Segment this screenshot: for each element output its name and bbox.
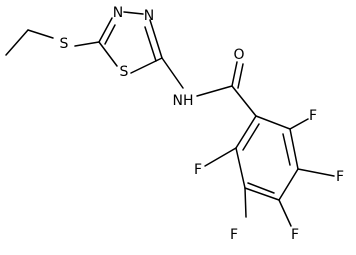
- bond-n3-c2: [149, 19, 163, 59]
- atom-label-f-left-top: F: [194, 162, 202, 178]
- atom-label-nh: NH: [173, 93, 194, 109]
- bond-s1-c5: [98, 41, 118, 67]
- bond-ar4-ar5: [244, 187, 280, 201]
- bond-ch2-s: [27, 29, 54, 39]
- bond-ar4-ar5-inner: [247, 182, 275, 194]
- bond-n3-c2-double: [144, 26, 157, 62]
- bond-co-ring: [231, 85, 257, 117]
- bond-c5-n4: [98, 17, 113, 43]
- bond-ar3-f: [297, 168, 335, 177]
- bond-co-o-double: [237, 63, 244, 89]
- atom-label-f-right-top: F: [309, 108, 317, 124]
- atom-label-n-ring-b: N: [144, 8, 154, 24]
- atom-label-o: O: [233, 47, 244, 63]
- atom-label-f-left-bottom: F: [230, 227, 238, 243]
- atom-label-n-ring-a: N: [113, 5, 123, 21]
- bond-s-c5: [74, 41, 100, 47]
- atom-label-f-right-mid: F: [336, 169, 344, 185]
- bond-c2-nh: [161, 57, 184, 89]
- atom-label-s-ring: S: [120, 64, 129, 80]
- bond-co-o: [231, 61, 238, 87]
- bond-ar6-ar1-inner: [242, 123, 260, 151]
- bond-ar6-ar1: [235, 115, 257, 149]
- bond-ar2-ar3-inner: [282, 133, 291, 166]
- bond-ar1-ar2: [255, 115, 291, 130]
- atom-label-f-right-bottom: F: [291, 227, 299, 243]
- bond-ar5-ar6: [235, 147, 246, 189]
- bond-nh-co: [196, 85, 233, 97]
- bond-ar2-ar3: [289, 128, 299, 170]
- bond-ar4-f: [278, 199, 292, 227]
- bond-ar6-f: [204, 147, 237, 167]
- bond-ar5-f: [244, 187, 247, 218]
- atom-label-s-thioether: S: [60, 36, 69, 52]
- bond-ch3-ch2: [5, 29, 29, 56]
- bond-ar3-ar4: [278, 168, 299, 201]
- bond-c2-s1: [130, 57, 163, 74]
- bond-n4-n3: [123, 11, 144, 15]
- bond-c5-n4-double: [104, 24, 116, 45]
- bond-ar2-f: [289, 118, 309, 130]
